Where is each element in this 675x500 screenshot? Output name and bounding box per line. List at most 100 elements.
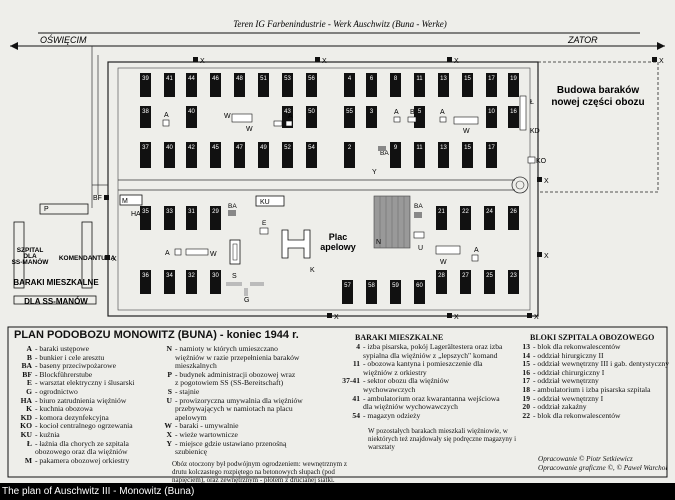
barrack-number: 30: [212, 273, 219, 279]
legend-key: W: [164, 421, 172, 431]
legend-entry: W- baraki - umywalnie: [150, 422, 330, 431]
barrack-number: 49: [260, 145, 267, 151]
camp-map: Teren IG Farbenindustrie - Werk Auschwit…: [10, 19, 665, 321]
legend-text: - warsztat elektryczny i ślusarski: [35, 378, 135, 388]
legend-text: - budynek administracji obozowej wraz: [175, 369, 296, 379]
barrack-number: 54: [308, 145, 315, 151]
legend-entry: X- wieże wartownicze: [150, 429, 330, 440]
barrack-number: 19: [510, 76, 517, 82]
legend-key: 13: [522, 342, 530, 351]
label-W-5: W: [463, 128, 470, 135]
label-A-5: A: [394, 109, 399, 116]
label-A-3: A: [164, 112, 169, 119]
barrack-block: [436, 206, 447, 230]
label-W-1: W: [210, 251, 217, 258]
barrack-number: 25: [486, 273, 493, 279]
barrack-number: 11: [416, 145, 423, 151]
barrack-block: [414, 280, 425, 304]
label-G: G: [244, 297, 249, 304]
legend-text: - magazyn odzieży: [363, 410, 421, 420]
legend-key: B: [26, 352, 32, 362]
barrack-block: [508, 206, 519, 230]
watchtower-label: X: [200, 58, 205, 65]
barrack-number: 42: [188, 145, 195, 151]
watchtower-marker: [537, 252, 542, 257]
legend-text: - Blockführerstube: [35, 369, 93, 379]
barrack-number: 4: [348, 76, 352, 82]
barrack-number: 15: [464, 145, 471, 151]
barrack-number: 15: [464, 76, 471, 82]
legend-entry: E- warsztat elektryczny i ślusarski: [10, 379, 170, 388]
legend-key: P: [167, 369, 172, 379]
legend-key: 18: [522, 384, 530, 394]
barrack-number: 13: [440, 145, 447, 151]
barrack-number: 38: [142, 109, 149, 115]
barrack-number: 9: [394, 145, 398, 151]
barrack-number: 34: [166, 273, 173, 279]
legend-text: - baseny przeciwpożarowe: [35, 361, 116, 371]
barrack-number: 32: [188, 273, 195, 279]
barrack-number: 35: [142, 209, 149, 215]
legend-title: PLAN PODOBOZU MONOWITZ (BUNA) - koniec 1…: [14, 329, 299, 341]
legend-text: - wieże wartownicze: [175, 429, 238, 439]
legend-key: 20: [522, 402, 530, 412]
barrack-number: 23: [510, 273, 517, 279]
legend-text: - baraki - umywalnie: [175, 421, 239, 431]
legend: PLAN PODOBOZU MONOWITZ (BUNA) - koniec 1…: [0, 325, 675, 500]
barrack-number: 2: [348, 145, 352, 151]
col3-title: BARAKI MIESZKALNE: [355, 333, 444, 342]
legend-entry: KD- komora dezynfekcyjna: [10, 413, 170, 423]
barrack-block: [140, 270, 151, 294]
barrack-block: [210, 206, 221, 230]
barrack-block: [164, 270, 175, 294]
credit-2: Opracowanie graficzne ©, © Paweł Warchoł: [538, 464, 668, 472]
legend-text: z pogotowiem SS (SS-Bereitschaft): [175, 378, 284, 388]
legend-key: 14: [522, 350, 530, 360]
watchtower-label: X: [322, 58, 327, 65]
barrack-number: 36: [142, 273, 149, 279]
legend-entry: P- budynek administracji obozowej wraz: [150, 369, 330, 380]
label-E: E: [262, 220, 267, 227]
barrack-block: [258, 73, 269, 97]
barrack-block: [140, 142, 151, 168]
legend-text: - prowizoryczna umywalnia dla więźniów: [175, 395, 303, 405]
label-W-3: W: [224, 113, 231, 120]
watchtower-marker: [537, 177, 542, 182]
legend-text: obozowego oraz dla więźniów: [35, 447, 128, 457]
label-Y: Y: [372, 169, 377, 176]
barrack-number: 11: [416, 76, 423, 82]
legend-text: - sektor obozu dla więźniów wychowawczyc…: [363, 376, 450, 394]
label-W-2: W: [440, 259, 447, 266]
ss-barracks-2: DLA SS-MANÓW: [24, 297, 88, 306]
legend-key: K: [26, 404, 32, 414]
legend-entry: z pogotowiem SS (SS-Bereitschaft): [150, 379, 330, 388]
legend-text: mieszkalnych: [175, 361, 217, 371]
label-U: U: [418, 245, 423, 252]
barrack-number: 3: [370, 109, 374, 115]
watchtower-label: X: [112, 256, 117, 263]
legend-key: BF: [22, 369, 32, 379]
barrack-number: 26: [510, 209, 517, 215]
legend-entry: 15- oddział wewnętrzny III i gab. dentys…: [508, 359, 669, 369]
legend-text: - ambulatorium oraz kwarantanna wejściow…: [363, 393, 500, 412]
legend-key: 41: [352, 393, 360, 403]
legend-key: 22: [522, 410, 530, 420]
barrack-block: [258, 142, 269, 168]
expansion-label-1: Budowa baraków: [557, 85, 639, 96]
watchtower-marker: [447, 57, 452, 62]
legend-entry: K- kuchnia obozowa: [10, 404, 170, 414]
legend-entry: Y- miejsce gdzie ustawiano przenośną: [150, 439, 330, 449]
label-M: M: [122, 198, 128, 205]
legend-text: - ambulatorium i izba pisarska szpitala: [533, 384, 651, 394]
legend-col3: 4- izba pisarska, pokój Lagerältestera o…: [330, 342, 510, 420]
barrack-number: 5: [418, 109, 422, 115]
barrack-block: [484, 206, 495, 230]
legend-text: - ogrodnictwo: [35, 386, 78, 396]
watchtower-marker: [447, 313, 452, 318]
legend-key: 16: [522, 367, 530, 377]
barrack-number: 33: [166, 209, 173, 215]
legend-text: - namioty w których umieszczano: [175, 344, 278, 353]
barrack-block: [366, 106, 377, 128]
